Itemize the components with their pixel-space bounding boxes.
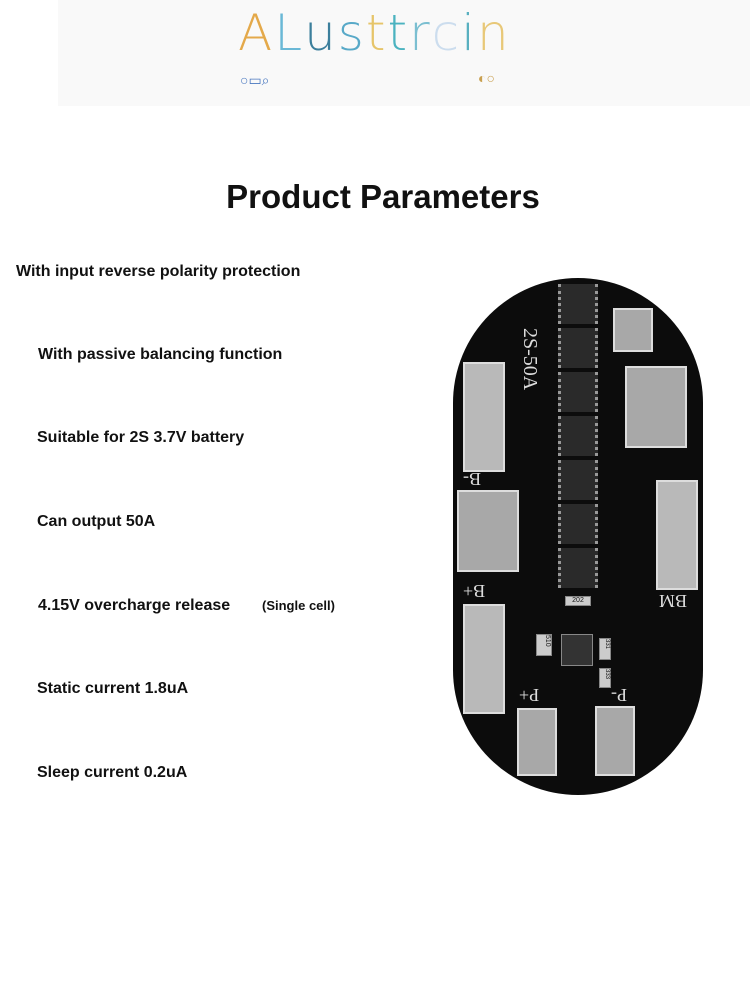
feature-item: Sleep current 0.2uA: [37, 764, 188, 781]
logo-banner: [58, 0, 750, 106]
magnifier-icon: ○▭⌕: [240, 72, 270, 88]
feature-item: Can output 50A: [37, 513, 156, 530]
feature-item: With input reverse polarity protection: [16, 263, 301, 280]
bm-label: BM: [659, 591, 688, 611]
glasses-icon: ◐○: [478, 70, 495, 86]
resistor-label: 510: [536, 634, 552, 656]
resistor-label: 331: [599, 638, 611, 660]
feature-item: Suitable for 2S 3.7V battery: [37, 429, 245, 446]
resistor-label: 333: [599, 668, 611, 688]
page-title: Product Parameters: [226, 178, 540, 215]
feature-item: With passive balancing function: [38, 346, 283, 363]
brand-logo: ALusttrcin: [238, 4, 511, 62]
p-minus-label: P-: [611, 685, 628, 705]
model-silkscreen: 2S-50A: [519, 328, 541, 391]
feature-item: 4.15V overcharge release: [38, 597, 231, 614]
bms-board-image: 202 510 331 333 2S-50A B- B+ BM P+ P-: [453, 278, 703, 795]
p-plus-label: P+: [519, 685, 540, 705]
b-plus-label: B+: [463, 581, 486, 601]
b-minus-label: B-: [463, 469, 481, 489]
feature-item: Static current 1.8uA: [37, 680, 189, 697]
feature-note: (Single cell): [262, 598, 335, 613]
resistor-label: 202: [565, 596, 591, 606]
